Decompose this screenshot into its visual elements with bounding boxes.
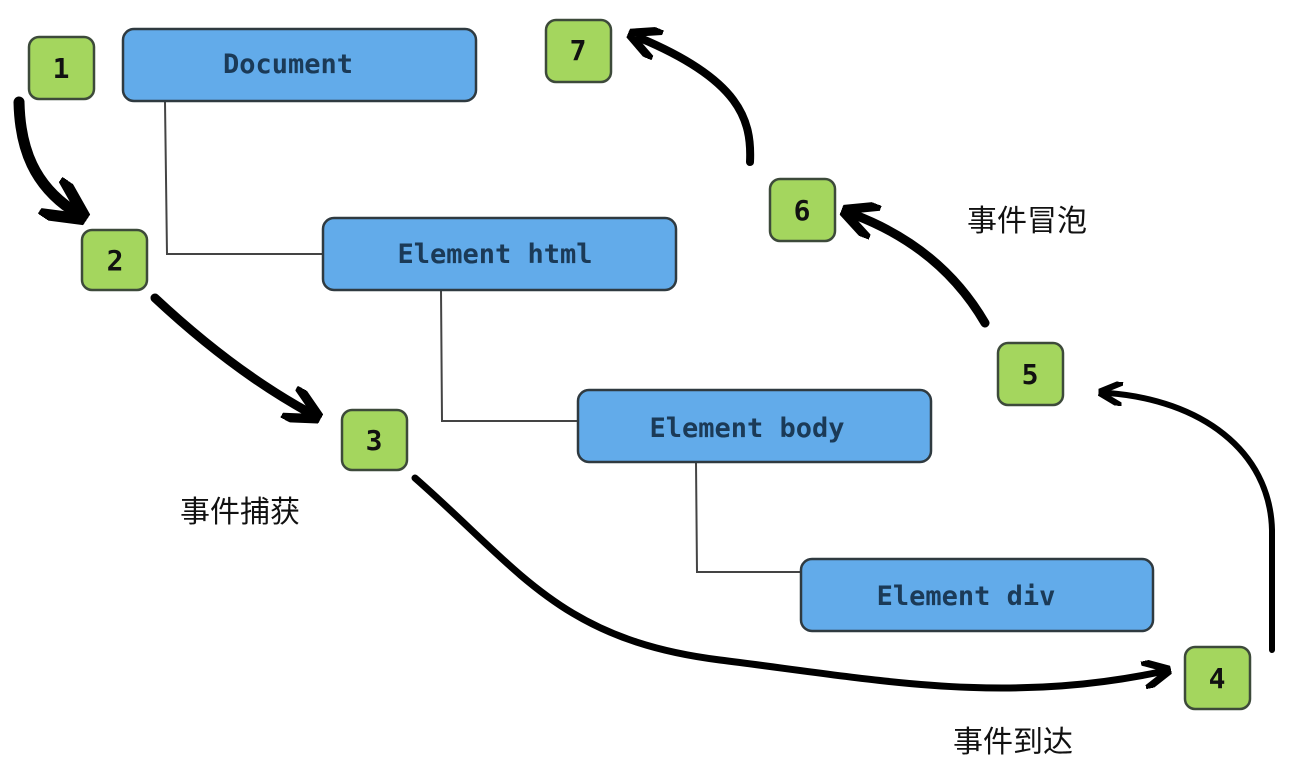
node-box: [121, 27, 478, 103]
step-box: [768, 177, 837, 243]
step-number: 5: [1022, 358, 1039, 391]
arrow-4-to-5: [1108, 393, 1275, 653]
arrow-5-to-6: [855, 215, 990, 328]
step-box: [1183, 645, 1252, 711]
step-number: 2: [107, 244, 124, 277]
step-badge-2: 2: [80, 228, 149, 292]
phase-label-capture: 事件捕获: [180, 495, 300, 530]
step-badge-7: 7: [544, 18, 613, 84]
step-box: [27, 35, 96, 101]
step-number: 1: [53, 52, 70, 85]
node-div: Element div: [799, 557, 1155, 633]
node-body: Element body: [576, 388, 933, 464]
step-badge-5: 5: [996, 341, 1065, 407]
step-box: [340, 408, 409, 472]
node-html: Element html: [321, 216, 678, 292]
node-label: Element html: [397, 239, 592, 270]
node-label: Element div: [877, 581, 1056, 612]
node-label: Element body: [649, 413, 844, 444]
arrow-3-to-4: [411, 474, 1160, 692]
flow-arrows: [13, 38, 1275, 692]
step-badge-3: 3: [340, 408, 409, 472]
connector-document-html: [164, 101, 325, 255]
step-box: [80, 228, 149, 292]
step-number: 3: [366, 424, 383, 457]
step-number: 7: [570, 34, 587, 67]
node-box: [321, 216, 678, 292]
step-box: [996, 341, 1065, 407]
connector-body-div: [695, 461, 803, 573]
step-badge-4: 4: [1183, 645, 1252, 711]
node-box: [799, 557, 1155, 633]
step-badge-6: 6: [768, 177, 837, 243]
arrow-2-to-3: [150, 293, 308, 412]
arrow-6-to-7: [640, 38, 755, 166]
node-box: [576, 388, 933, 464]
node-label: Document: [223, 49, 353, 80]
phase-label-bubble: 事件冒泡: [967, 204, 1087, 239]
step-number: 4: [1209, 662, 1226, 695]
step-box: [544, 18, 613, 84]
step-number: 6: [794, 194, 811, 227]
connector-html-body: [440, 289, 580, 422]
arrow-1-to-2: [13, 96, 72, 210]
node-document: Document: [121, 27, 478, 103]
phase-label-target: 事件到达: [953, 725, 1073, 760]
tree-connectors: [164, 101, 803, 573]
step-badge-1: 1: [27, 35, 96, 101]
